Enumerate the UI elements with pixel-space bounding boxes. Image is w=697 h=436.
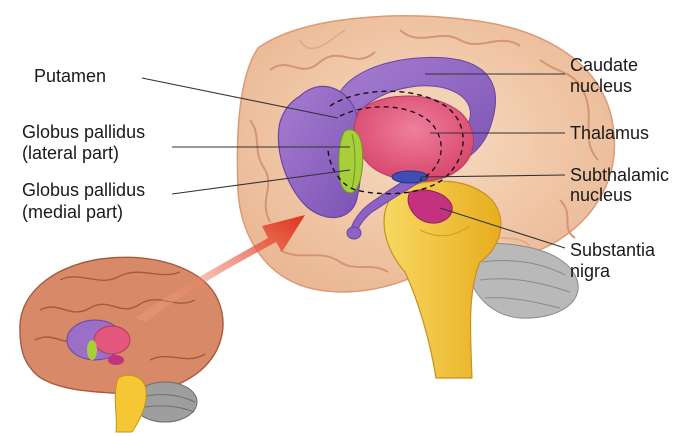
label-globus-pallidus-medial-line1: Globus pallidus — [22, 180, 145, 200]
label-caudate-line1: Caudate — [570, 55, 638, 75]
label-putamen: Putamen — [34, 66, 106, 86]
label-globus-pallidus-lateral-line2: (lateral part) — [22, 143, 119, 163]
label-globus-pallidus-lateral-line1: Globus pallidus — [22, 122, 145, 142]
label-globus-pallidus-medial-line2: (medial part) — [22, 202, 123, 222]
label-substantia-line2: nigra — [570, 261, 611, 281]
label-subthalamic-line1: Subthalamic — [570, 165, 669, 185]
label-substantia-line1: Substantia — [570, 240, 656, 260]
label-subthalamic-line2: nucleus — [570, 185, 632, 205]
label-caudate-line2: nucleus — [570, 76, 632, 96]
globus-pallidus-shape — [339, 130, 363, 193]
label-thalamus: Thalamus — [570, 123, 649, 143]
